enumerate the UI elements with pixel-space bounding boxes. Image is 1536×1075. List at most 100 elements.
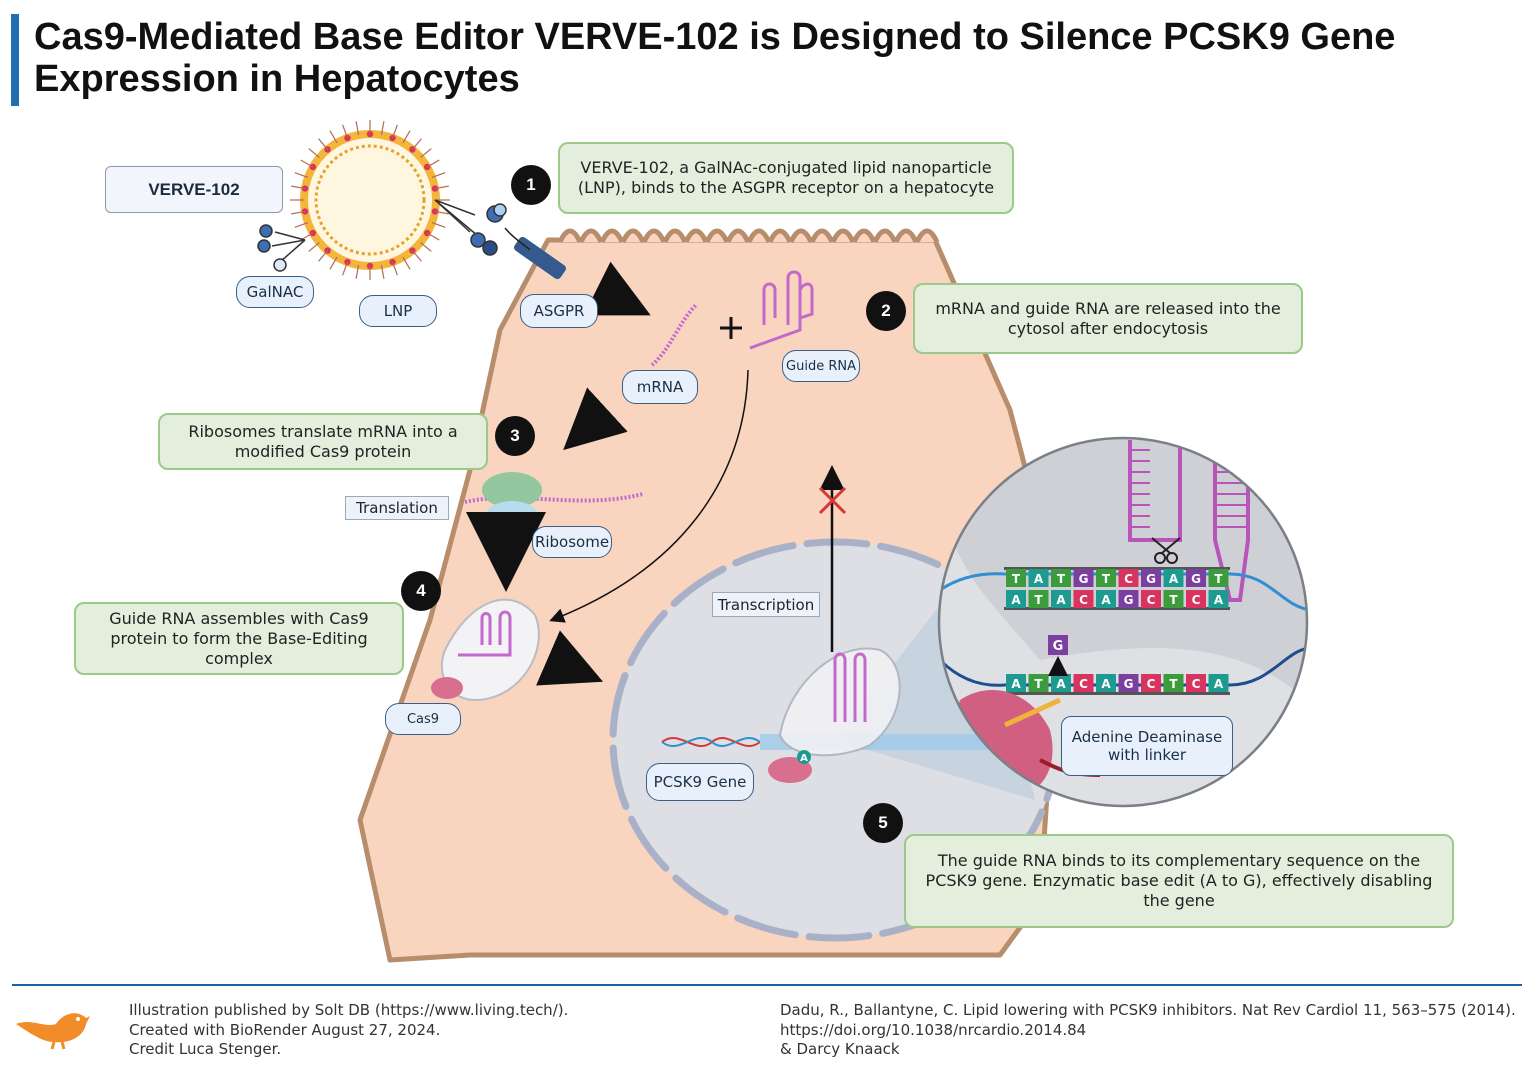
footer-reference: Dadu, R., Ballantyne, C. Lipid lowering … bbox=[780, 1001, 1516, 1060]
asgpr-label: ASGPR bbox=[520, 294, 598, 328]
title-accent-bar bbox=[11, 14, 19, 106]
step-5-note: The guide RNA binds to its complementary… bbox=[904, 834, 1454, 928]
base-tile bbox=[1208, 569, 1229, 587]
base-letter: G bbox=[1146, 572, 1156, 586]
base-letter: G bbox=[1079, 572, 1089, 586]
peg-tail bbox=[420, 241, 432, 252]
base-letter: A bbox=[1169, 572, 1179, 586]
step-5-marker: 5 bbox=[863, 803, 903, 843]
peg-tail bbox=[411, 138, 422, 150]
base-tile bbox=[1186, 590, 1206, 608]
page-title: Cas9-Mediated Base Editor VERVE-102 is D… bbox=[34, 16, 1396, 100]
peg-tail bbox=[380, 264, 385, 279]
cell-membrane-villi bbox=[557, 228, 940, 244]
footer-left-line-2: Created with BioRender August 27, 2024. bbox=[129, 1020, 441, 1039]
peg-tail bbox=[392, 261, 398, 276]
lnp-label: LNP bbox=[359, 295, 437, 327]
footer-left-line-3: Credit Luca Stenger. bbox=[129, 1040, 282, 1058]
villus-bump bbox=[662, 228, 688, 244]
lipid-head bbox=[423, 163, 431, 171]
villus-bump bbox=[746, 228, 772, 244]
nuclear-complex bbox=[768, 647, 901, 783]
base-letter: C bbox=[1147, 593, 1156, 607]
base-tile bbox=[1073, 569, 1094, 587]
base-tile bbox=[1051, 569, 1071, 587]
villus-bump bbox=[893, 228, 919, 244]
base-letter: A bbox=[1056, 593, 1066, 607]
base-letter: C bbox=[1147, 677, 1156, 691]
base-letter: G bbox=[1191, 572, 1201, 586]
base-tile bbox=[1006, 674, 1026, 692]
villus-bump bbox=[683, 228, 709, 244]
peg-tail bbox=[300, 159, 314, 168]
lipid-head bbox=[389, 134, 396, 142]
arrow-asgpr-to-mrna bbox=[583, 261, 651, 316]
base-tile bbox=[1118, 674, 1139, 692]
base-tile bbox=[1141, 674, 1161, 692]
footer-divider bbox=[12, 984, 1522, 986]
ribosome-label: Ribosome bbox=[532, 526, 612, 558]
arrow-complex-to-nucleus bbox=[536, 630, 604, 686]
mrna-label: mRNA bbox=[622, 370, 698, 404]
footer-right-line-2[interactable]: https://doi.org/10.1038/nrcardio.2014.84 bbox=[780, 1020, 1087, 1039]
translation-label: Translation bbox=[345, 496, 449, 520]
scissors-icon bbox=[1151, 537, 1181, 564]
base-tile bbox=[1163, 569, 1184, 587]
peg-tail bbox=[291, 210, 306, 215]
footer-left-line-1: Illustration published by Solt DB (https… bbox=[129, 1001, 569, 1019]
arrow-guide-rna-to-cas9 bbox=[549, 369, 749, 623]
base-letter: C bbox=[1124, 572, 1133, 586]
lnp-particle bbox=[290, 120, 450, 280]
base-tile bbox=[1118, 569, 1139, 587]
adenine-deaminase-label: Adenine Deaminase with linker bbox=[1061, 716, 1233, 776]
cas9-label: Cas9 bbox=[385, 703, 461, 735]
guide-rna-label: Guide RNA bbox=[782, 350, 860, 382]
base-tile bbox=[1141, 590, 1161, 608]
base-letter: T bbox=[1034, 593, 1043, 607]
galnac-ligand-right bbox=[434, 199, 507, 256]
step-3-note: Ribosomes translate mRNA into a modified… bbox=[158, 413, 488, 470]
base-tile bbox=[1208, 674, 1229, 692]
villus-bump bbox=[641, 228, 667, 244]
villus-bump bbox=[872, 228, 898, 244]
pcsk9-gene-label: PCSK9 Gene bbox=[646, 763, 754, 801]
zoom-circle-border bbox=[937, 436, 1309, 808]
lipid-head bbox=[389, 258, 396, 266]
nuclear-target-base: A bbox=[800, 753, 808, 764]
base-letter: T bbox=[1034, 677, 1043, 691]
base-letter: A bbox=[1101, 593, 1111, 607]
base-letter: G bbox=[1124, 593, 1134, 607]
peg-tail bbox=[291, 185, 306, 190]
base-tile bbox=[1163, 590, 1184, 608]
peg-tail bbox=[431, 222, 446, 228]
base-tile bbox=[1096, 674, 1116, 692]
peg-tails bbox=[290, 120, 450, 280]
bird-logo-icon bbox=[16, 1013, 90, 1050]
villus-bump bbox=[725, 228, 751, 244]
peg-tail bbox=[329, 256, 338, 270]
peg-tail bbox=[308, 241, 320, 252]
base-letter: T bbox=[1169, 593, 1178, 607]
villus-bump bbox=[851, 228, 877, 244]
deaminase-linker bbox=[1003, 697, 1062, 728]
lipid-head bbox=[423, 229, 431, 237]
zoom-low-rail bbox=[1004, 692, 1230, 695]
base-tile bbox=[1006, 590, 1026, 608]
base-tile bbox=[1073, 590, 1094, 608]
peg-tail bbox=[434, 185, 449, 190]
peg-tail bbox=[294, 222, 309, 228]
base-tile bbox=[1006, 569, 1026, 587]
blocked-cross-icon bbox=[818, 486, 847, 515]
villus-bump bbox=[809, 228, 835, 244]
villus-bump bbox=[830, 228, 856, 244]
peg-tail bbox=[294, 172, 309, 178]
villus-bump bbox=[788, 228, 814, 244]
base-letter: T bbox=[1169, 677, 1178, 691]
peg-tail bbox=[342, 124, 348, 139]
step-1-marker: 1 bbox=[511, 165, 551, 205]
transcription-label: Transcription bbox=[712, 592, 820, 617]
peg-tail bbox=[318, 138, 329, 150]
